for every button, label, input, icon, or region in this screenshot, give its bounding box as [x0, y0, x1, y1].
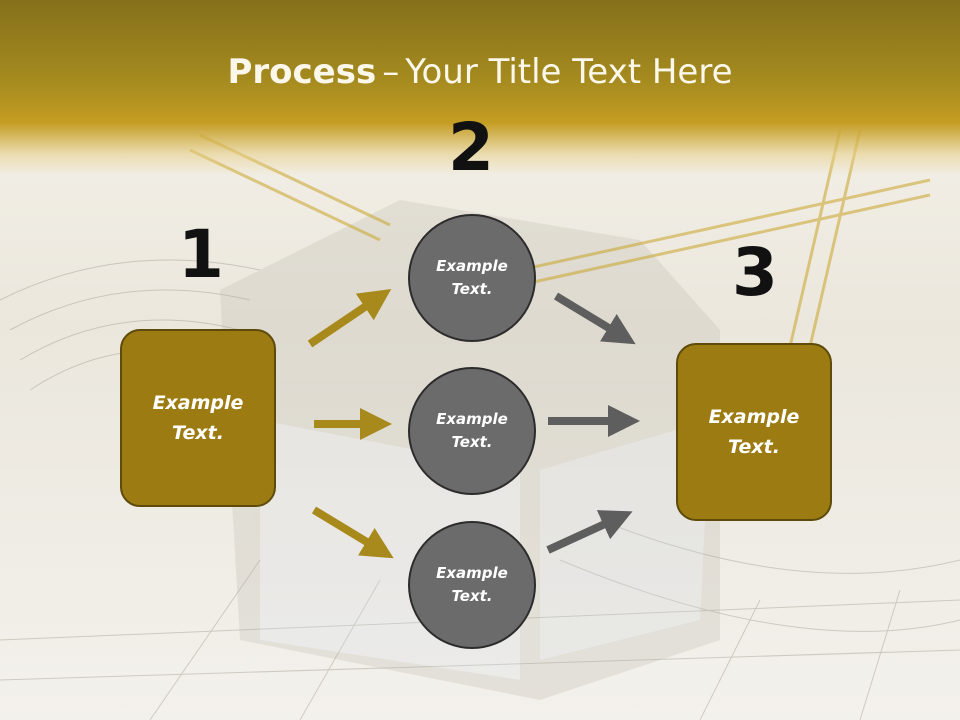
- step-number-1: 1: [178, 216, 224, 293]
- step-3-label-line2: Text.: [728, 436, 780, 458]
- step-number-2: 2: [448, 109, 494, 186]
- circle-middle-label-line2: Text.: [451, 433, 493, 451]
- arrow-to-bottom-circle: [311, 506, 394, 559]
- circle-top-label-line1: Example: [436, 257, 508, 275]
- circle-middle: Example Text.: [408, 367, 536, 495]
- slide-title: Process–Your Title Text Here: [0, 52, 960, 92]
- circle-bottom-label-line2: Text.: [451, 587, 493, 605]
- circle-bottom-label-line1: Example: [436, 564, 508, 582]
- arrow-from-bottom-circle: [546, 510, 633, 554]
- step-1-box: Example Text.: [120, 329, 276, 507]
- arrow-to-top-circle: [307, 289, 392, 348]
- title-bold: Process: [227, 52, 377, 92]
- circle-bottom: Example Text.: [408, 521, 536, 649]
- header-band: [0, 0, 960, 175]
- title-dash: –: [382, 52, 400, 92]
- arrow-from-top-circle: [553, 292, 636, 345]
- circle-top: Example Text.: [408, 214, 536, 342]
- step-number-3: 3: [732, 234, 778, 311]
- step-1-label-line1: Example: [152, 392, 244, 414]
- step-3-label-line1: Example: [708, 406, 800, 428]
- title-rest: Your Title Text Here: [405, 52, 733, 92]
- circle-middle-label-line1: Example: [436, 410, 508, 428]
- circle-top-label-line2: Text.: [451, 280, 493, 298]
- step-3-box: Example Text.: [676, 343, 832, 521]
- step-1-label-line2: Text.: [172, 422, 224, 444]
